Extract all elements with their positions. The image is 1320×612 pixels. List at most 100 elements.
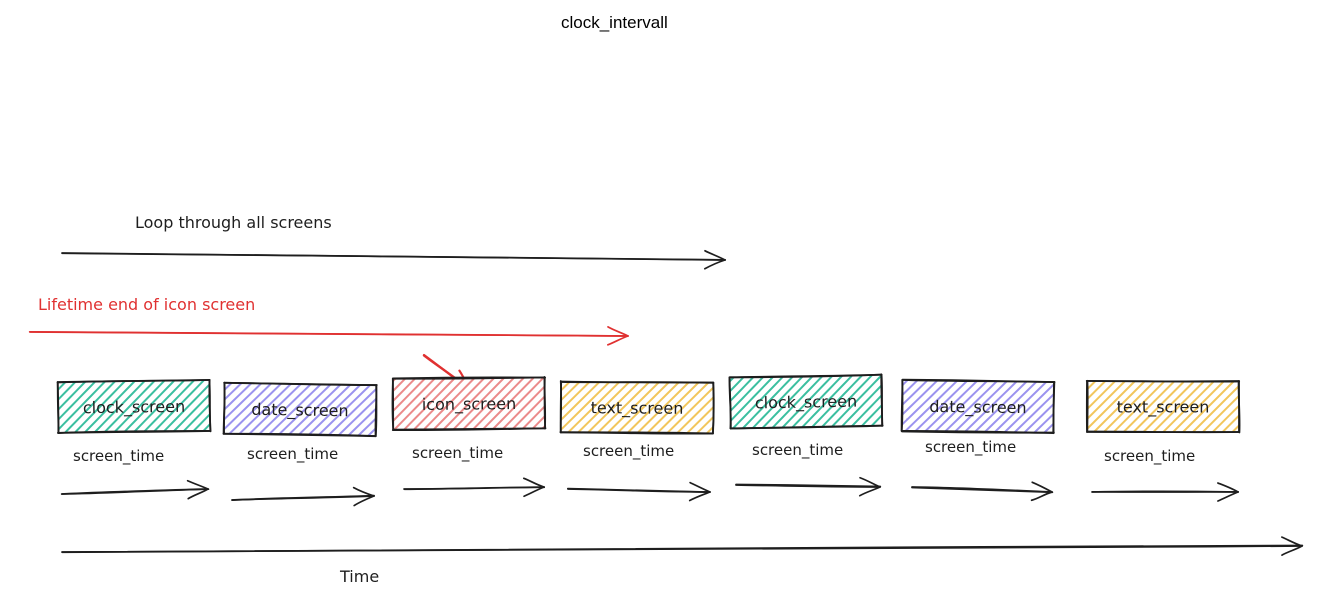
screen-time-arrow	[911, 481, 1054, 502]
screen-time-arrow-head	[1217, 491, 1239, 502]
screen-box-label: text_screen	[591, 398, 684, 419]
screen-box-text-screen-7[interactable]: text_screen	[1085, 379, 1241, 434]
screen-time-arrow-shaft	[60, 488, 210, 495]
screen-time-arrow-shaft	[566, 487, 711, 493]
screen-time-arrow-head	[1217, 482, 1239, 493]
screen-time-arrow	[231, 486, 375, 507]
lifetime-annotation-arrow-shaft	[28, 330, 629, 337]
time-axis-arrow-head	[1281, 545, 1303, 556]
screen-box-border-edge	[56, 379, 211, 384]
screen-time-arrow-head	[186, 479, 209, 490]
loop-annotation: Loop through all screens	[61, 213, 727, 270]
screen-time-arrow-shaft	[735, 483, 882, 488]
screen-box-border-edge	[56, 429, 212, 434]
screen-box-border-edge	[729, 373, 883, 379]
screen-box-date-screen-6[interactable]: date_screen	[900, 378, 1056, 435]
screen-box-border-edge	[560, 381, 715, 384]
screen-time-4: screen_time	[566, 442, 711, 502]
screen-box-label: date_screen	[929, 397, 1027, 418]
screen-box-border-edge	[1237, 380, 1241, 434]
screen-box-border-edge	[223, 381, 226, 435]
screen-box-label: text_screen	[1117, 398, 1210, 418]
screen-time-arrow-head	[688, 491, 711, 502]
lifetime-annotation-arrow-head	[607, 335, 629, 346]
screen-time-arrow-head	[689, 481, 711, 493]
time-axis-label: Time	[339, 567, 379, 586]
screen-time-arrow-head	[858, 486, 881, 497]
screen-time-7: screen_time	[1091, 447, 1240, 502]
screen-box-border-edge	[56, 381, 60, 434]
screen-time-label: screen_time	[752, 441, 843, 460]
screen-box-label: clock_screen	[83, 397, 186, 418]
screen-box-border-edge	[559, 431, 714, 435]
screen-box-border-edge	[901, 378, 1056, 383]
screen-time-3: screen_time	[403, 444, 546, 498]
screen-box-clock-screen-5[interactable]: clock_screen	[728, 373, 884, 430]
screen-box-border-edge	[223, 381, 378, 386]
screen-box-border-edge	[391, 377, 395, 431]
time-axis-arrow	[61, 536, 1304, 556]
page-title: clock_intervall	[561, 13, 668, 32]
loop-annotation-arrow	[61, 249, 727, 270]
screen-box-clock-screen-1[interactable]: clock_screen	[56, 379, 212, 434]
title-group: clock_intervall	[561, 13, 668, 32]
screen-time-label: screen_time	[412, 444, 503, 463]
loop-annotation-label: Loop through all screens	[135, 213, 332, 232]
lifetime-annotation-label: Lifetime end of icon screen	[38, 295, 255, 314]
screen-box-fill	[57, 379, 211, 434]
screen-box-border-edge	[728, 376, 732, 430]
screen-box-border-edge	[1085, 379, 1241, 383]
screen-time-arrow-head	[353, 495, 375, 507]
time-axis-layer: Time	[61, 536, 1304, 586]
screen-box-border-edge	[1086, 430, 1240, 434]
screen-box-fill	[1087, 381, 1239, 432]
screen-time-arrow	[1091, 482, 1240, 502]
screen-box-border-edge	[1052, 381, 1055, 435]
screen-time-5: screen_time	[735, 441, 882, 497]
screen-box-border-edge	[208, 379, 212, 433]
screen-box-border-edge	[559, 380, 563, 434]
screen-time-arrow	[566, 481, 711, 502]
screen-time-6: screen_time	[911, 438, 1054, 502]
screen-time-label: screen_time	[925, 438, 1016, 457]
screen-time-arrow-head	[859, 476, 881, 488]
screen-box-label: date_screen	[251, 400, 349, 422]
screen-time-arrow-head	[522, 477, 545, 488]
screen-time-1: screen_time	[60, 447, 210, 500]
screen-time-arrow-head	[1030, 491, 1053, 502]
screen-time-label: screen_time	[247, 445, 338, 464]
screen-box-fill	[392, 377, 546, 430]
screen-time-label: screen_time	[583, 442, 674, 461]
screen-box-border-edge	[222, 432, 377, 437]
screen-box-border-edge	[729, 424, 884, 430]
screen-time-arrow-shaft	[403, 486, 546, 491]
screen-time-arrows-layer: screen_time screen_time screen_time screen_…	[60, 438, 1240, 507]
screen-box-border-edge	[712, 381, 715, 435]
screen-time-arrow	[60, 479, 210, 500]
screen-box-fill	[729, 374, 883, 429]
screen-box-fill	[901, 379, 1055, 434]
screen-box-border-edge	[392, 376, 547, 380]
screen-box-label: clock_screen	[755, 392, 858, 414]
screen-time-2: screen_time	[231, 445, 375, 507]
screen-box-border-edge	[374, 384, 378, 438]
time-axis-arrow-shaft	[61, 544, 1304, 554]
screen-time-arrow-head	[1031, 481, 1053, 493]
screen-box-date-screen-2[interactable]: date_screen	[222, 381, 378, 438]
screen-box-label: icon_screen	[422, 394, 517, 415]
screen-box-border-edge	[880, 373, 883, 427]
lifetime-annotation-arrow-head	[607, 326, 629, 337]
screen-box-icon-screen-3[interactable]: icon_screen	[391, 375, 547, 432]
screen-time-arrow-head	[352, 486, 375, 497]
loop-annotation-arrow-head	[703, 259, 726, 270]
screen-time-label: screen_time	[1104, 447, 1195, 466]
screen-box-fill	[560, 381, 714, 434]
screen-time-arrow-head	[523, 486, 545, 498]
screen-time-arrow-shaft	[231, 494, 375, 501]
screen-time-arrow-shaft	[911, 486, 1054, 494]
screen-time-arrow	[735, 476, 882, 497]
screen-box-text-screen-4[interactable]: text_screen	[559, 380, 715, 435]
screen-box-fill	[223, 382, 377, 437]
